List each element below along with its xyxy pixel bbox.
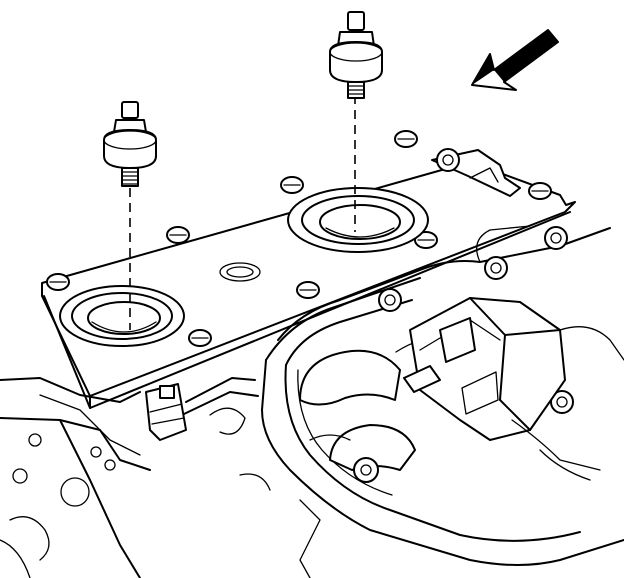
cover-bolt xyxy=(414,231,438,249)
cylinder-block-valley-cover xyxy=(41,148,576,409)
manifold-bolt xyxy=(550,390,574,414)
cover-bolt xyxy=(280,176,304,194)
cover-bolt xyxy=(394,130,418,148)
cover-bolt xyxy=(296,281,320,299)
wiring-connector xyxy=(145,377,259,441)
manifold-bolt xyxy=(544,226,568,250)
engine-block-side xyxy=(0,377,271,578)
knock-sensor-bore-right xyxy=(287,187,429,253)
cover-bolt xyxy=(188,329,212,347)
manifold-bolt xyxy=(484,256,508,280)
cover-bolt xyxy=(46,273,70,291)
cover-bolts xyxy=(46,130,552,347)
cover-bolt xyxy=(528,182,552,200)
intake-manifold xyxy=(261,225,624,566)
knock-sensor-bore-left xyxy=(59,285,185,347)
knock-sensor-right xyxy=(329,11,383,99)
direction-arrow-icon xyxy=(471,29,559,91)
manifold-bolt xyxy=(378,288,402,312)
manifold-bolt xyxy=(353,457,379,483)
lower-bracket xyxy=(299,499,321,578)
cover-bolt xyxy=(166,226,190,244)
knock-sensor-left xyxy=(103,101,157,187)
